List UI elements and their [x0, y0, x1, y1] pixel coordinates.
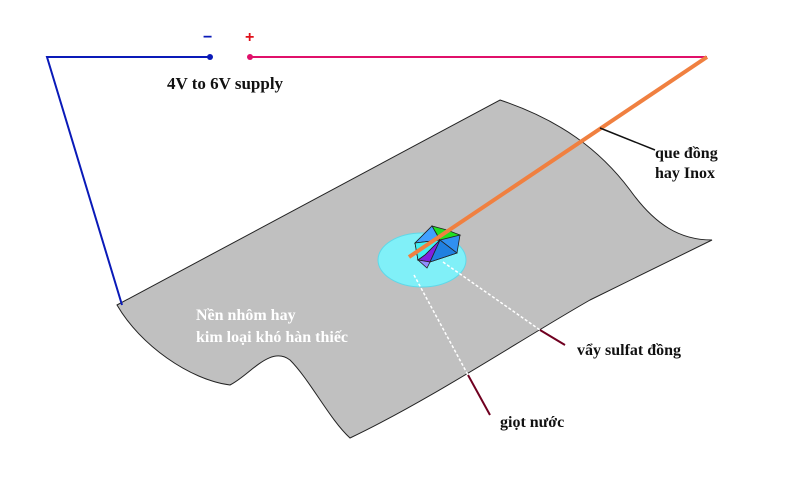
- drop-label: giọt nước: [500, 414, 565, 431]
- plus-sign: +: [245, 29, 255, 46]
- crystal-leader-end: [539, 329, 566, 346]
- supply-label: 4V to 6V supply: [167, 74, 284, 93]
- crystal-label: vẩy sulfat đồng: [577, 342, 682, 359]
- rod-label-line2: hay Inox: [655, 165, 716, 182]
- rod-leader: [599, 127, 656, 151]
- copper-sulfate-crystal: [413, 225, 462, 269]
- base-label-line1: Nền nhôm hay: [196, 307, 296, 324]
- negative-terminal: [207, 54, 213, 60]
- rod-label-line1: que đồng: [655, 145, 718, 162]
- copper-rod: [407, 55, 709, 259]
- positive-terminal: [247, 54, 253, 60]
- minus-sign: −: [203, 29, 213, 46]
- base-label-line2: kim loại khó hàn thiếc: [196, 329, 349, 346]
- drop-leader: [413, 274, 469, 376]
- negative-wire: [45, 56, 210, 306]
- drop-leader-end: [467, 374, 491, 416]
